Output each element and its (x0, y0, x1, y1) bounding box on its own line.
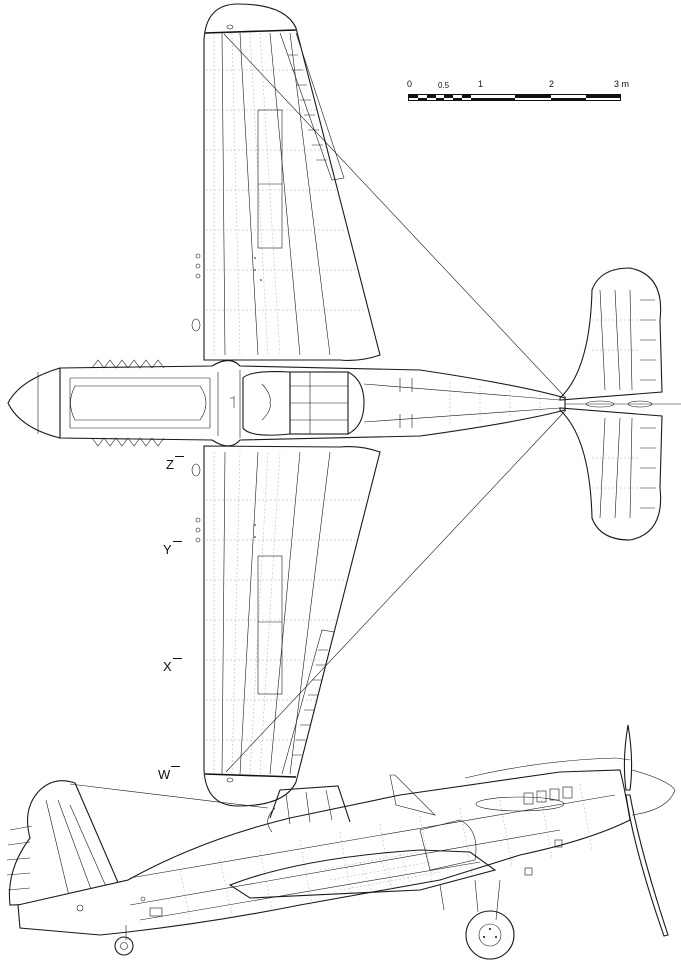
section-marker-x: X (163, 658, 182, 674)
section-label-y: Y (163, 542, 172, 557)
tailplane-plan (559, 267, 681, 541)
section-marker-w: W (158, 766, 181, 782)
fuselage-plan (7, 359, 566, 447)
lower-wing (191, 445, 381, 807)
propeller (623, 724, 669, 937)
section-marker-z: Z (166, 456, 184, 472)
upper-wing (191, 3, 381, 361)
side-profile (6, 724, 676, 960)
reference-line (223, 33, 567, 773)
scale-tick-0-5: 0.5 (438, 81, 450, 90)
scale-tick-0: 0 (407, 79, 413, 89)
section-label-z: Z (166, 457, 174, 472)
scale-bar-graphic (408, 94, 621, 101)
scale-tick-3m: 3 m (614, 79, 630, 89)
scale-tick-2: 2 (549, 79, 555, 89)
section-label-w: W (158, 767, 171, 782)
plan-view (7, 3, 681, 807)
scale-tick-1: 1 (478, 79, 484, 89)
section-label-x: X (163, 659, 172, 674)
section-marker-y: Y (163, 541, 182, 557)
